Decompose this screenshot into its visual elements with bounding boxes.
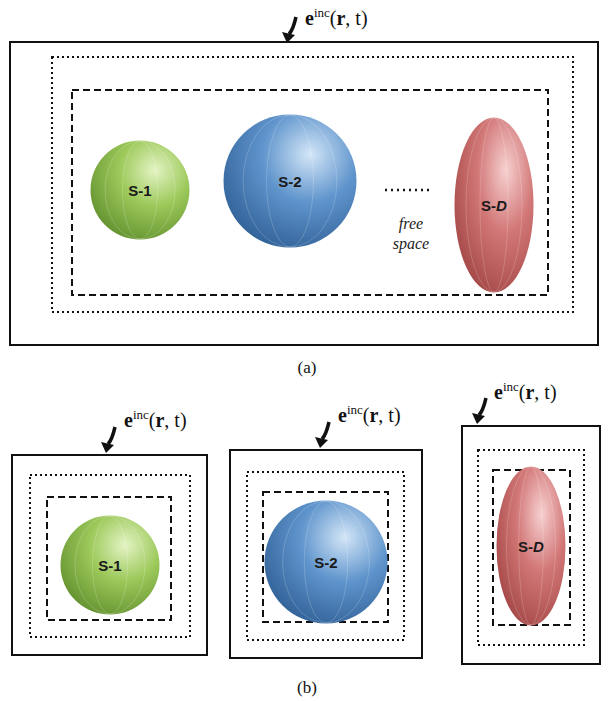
scatterer-body: S-D [496, 466, 566, 626]
sphere-fill [455, 118, 534, 293]
node-label-box: S-2 [223, 114, 357, 248]
node-label-box: S-1 [60, 515, 160, 615]
field-label: einc(r, t) [305, 6, 368, 30]
scatterer-body: S-D [454, 117, 534, 293]
arrow-head [282, 32, 295, 43]
solid-boundary [12, 455, 207, 655]
dashed-boundary [47, 497, 171, 620]
scatterer-body: S-1 [90, 140, 190, 240]
dashed-boundary [72, 90, 548, 295]
facet-line [243, 115, 337, 247]
sphere-fill [497, 467, 566, 626]
arrow-head [101, 442, 114, 453]
incident-arrow [322, 422, 329, 439]
facet-line [480, 118, 508, 292]
field-label: einc(r, t) [124, 408, 187, 432]
scatterer-body: S-1 [60, 515, 160, 615]
incident-arrow [289, 17, 296, 34]
facet-line [283, 501, 370, 623]
dotted-boundary [247, 472, 404, 640]
sphere-fill [61, 516, 160, 615]
facet-line [123, 141, 158, 239]
facet-line [93, 516, 128, 614]
body-label: S-2 [278, 173, 301, 190]
solid-boundary [10, 42, 598, 345]
facet-line [507, 467, 556, 625]
panel-caption: (b) [257, 678, 357, 698]
body-label: S-D [481, 197, 507, 214]
node-label-box: S-D [496, 466, 566, 626]
ellipsis-dots [385, 189, 433, 192]
sphere-fill [91, 141, 190, 240]
dotted-boundary [52, 57, 573, 312]
dotted-boundary [30, 475, 190, 637]
facet-line [105, 141, 175, 239]
sphere-fill [224, 115, 357, 248]
facet-line [466, 118, 522, 292]
body-label: S-1 [128, 182, 151, 199]
incident-arrow [108, 427, 115, 444]
solid-boundary [230, 450, 422, 658]
facet-line [519, 467, 544, 625]
node-label-box: S-D [454, 117, 534, 293]
node-label-box: S-2 [264, 500, 388, 624]
facet-line [75, 516, 145, 614]
arrow-head [472, 413, 485, 424]
solid-boundary [462, 426, 600, 664]
panel-caption: (a) [257, 358, 357, 378]
scatterer-body: S-2 [223, 114, 357, 248]
arrow-head [315, 437, 328, 448]
dotted-boundary [478, 450, 584, 645]
incident-arrow [479, 398, 486, 415]
body-label: S-1 [98, 557, 121, 574]
scatterer-body: S-2 [264, 500, 388, 624]
field-label: einc(r, t) [338, 403, 401, 427]
facet-line [267, 115, 314, 247]
facet-line [304, 501, 347, 623]
body-label: S-D [518, 538, 544, 555]
node-label-box: S-1 [90, 140, 190, 240]
field-label: einc(r, t) [494, 380, 557, 404]
sphere-fill [265, 501, 388, 624]
region-note: free space [380, 214, 442, 254]
body-label: S-2 [314, 554, 337, 571]
